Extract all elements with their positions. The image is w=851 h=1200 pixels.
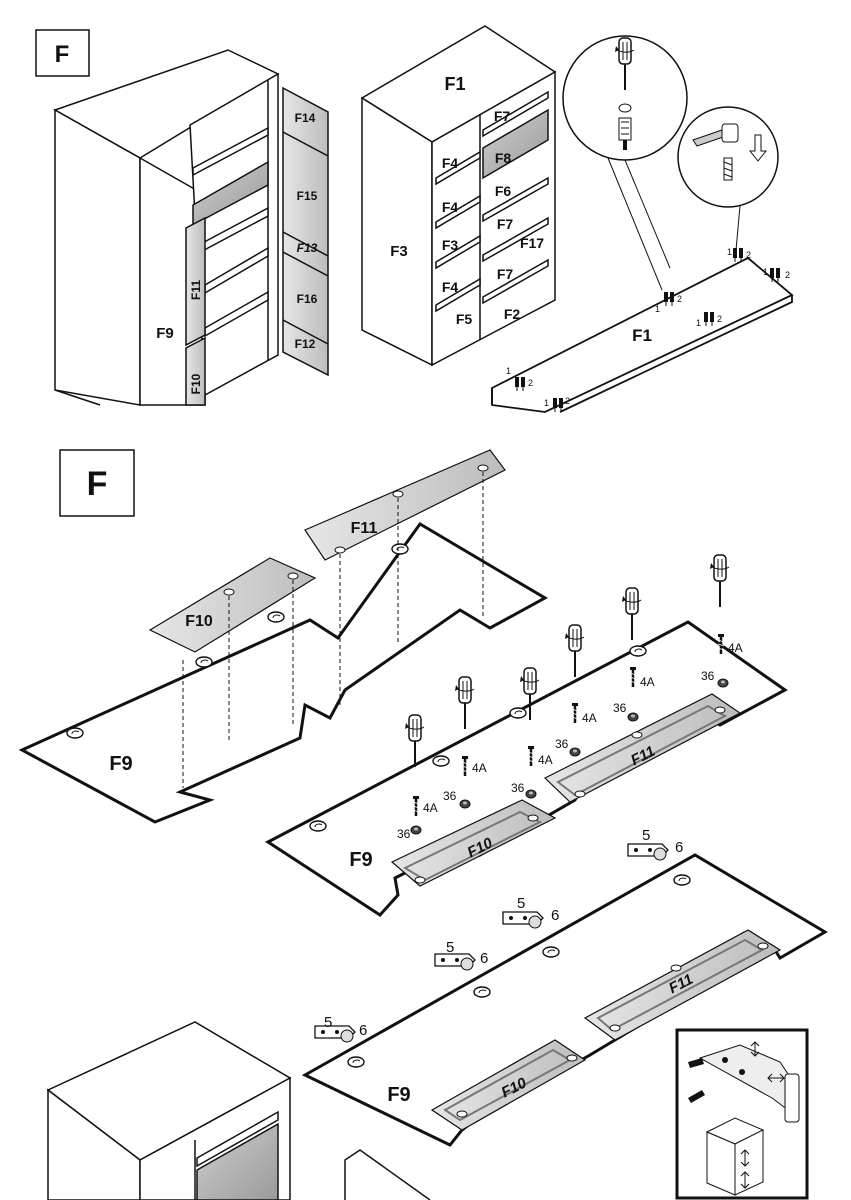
step-box-top xyxy=(35,29,90,77)
cabinet-right-shelf-6: F2 xyxy=(504,306,521,322)
dowel-tag-b-2: 2 xyxy=(717,314,722,324)
dowel-tag-a-5: 1 xyxy=(544,398,549,408)
hinge-tags: 5 6 5 6 5 6 5 6 xyxy=(324,827,683,1039)
door-panel-label-0: F14 xyxy=(295,111,316,125)
hinge-screw-tag-2: 6 xyxy=(551,907,559,924)
hinge-tag-2: 5 xyxy=(517,895,525,912)
screw-tag-1: 4A xyxy=(472,761,487,775)
hinge-adjust-detail xyxy=(675,1028,809,1200)
door-panel-label-1: F15 xyxy=(297,189,318,203)
screw-tags: 4A 36 4A 36 4A 36 4A 36 4A 36 4A 36 xyxy=(397,641,743,841)
hinge-tag-1: 5 xyxy=(446,939,454,956)
screwed-f9-label: F9 xyxy=(349,849,372,871)
cabinet-left-shelf-4: F5 xyxy=(456,311,473,327)
explode-guides xyxy=(182,472,484,788)
door-panel-label-2: F13 xyxy=(297,241,318,255)
step-letter-mid: F xyxy=(87,465,108,503)
dowel-tag-b-1: 2 xyxy=(677,294,682,304)
nut-tag-4: 36 xyxy=(613,701,627,715)
dowel-tag-a-4: 1 xyxy=(763,267,768,277)
detail-screw-dowel xyxy=(562,35,688,291)
nut-tag-2: 36 xyxy=(511,781,525,795)
door-panel-label-3: F16 xyxy=(297,292,318,306)
explode-panels xyxy=(148,449,506,653)
hinge-tag-3: 5 xyxy=(642,827,650,844)
hinge-screw-tag-0: 6 xyxy=(359,1022,367,1039)
detail-cam-lock xyxy=(677,106,779,251)
cabinet-side-label: F3 xyxy=(390,243,408,260)
section-top: F F9 xyxy=(35,25,794,413)
dowel-tag-b-5: 2 xyxy=(565,396,570,406)
dowel-tag-b-3: 2 xyxy=(746,250,751,260)
cabinet-right-shelf-3: F7 xyxy=(497,216,514,232)
screw-tag-2: 4A xyxy=(538,753,553,767)
top-board-f1 xyxy=(491,256,794,413)
explode-f11-label: F11 xyxy=(351,520,378,537)
cabinet-left-shelf-3: F4 xyxy=(442,279,459,295)
cabinet-right-shelf-1: F8 xyxy=(495,150,512,166)
dowel-tag-a-0: 1 xyxy=(506,366,511,376)
cabinet-preview xyxy=(46,1021,431,1200)
inner-door-label-f10: F10 xyxy=(189,373,203,394)
step-letter-top: F xyxy=(55,41,70,68)
screw-tag-3: 4A xyxy=(582,711,597,725)
top-board-label: F1 xyxy=(632,326,652,345)
dowel-tag-b-0: 2 xyxy=(528,378,533,388)
section-mid: F F9 F10 F11 xyxy=(18,449,828,1200)
explode-f9 xyxy=(18,522,549,824)
hinge-tag-0: 5 xyxy=(324,1014,332,1031)
hinge-screw-tag-3: 6 xyxy=(675,839,683,856)
nut-tag-5: 36 xyxy=(701,669,715,683)
screwed-panels xyxy=(390,693,742,887)
cabinet-right-shelf-4: F17 xyxy=(520,235,544,251)
screw-tag-4: 4A xyxy=(640,675,655,689)
cabinet-left-shelf-1: F4 xyxy=(442,199,459,215)
explode-f9-label: F9 xyxy=(109,753,132,775)
dowel-tag-a-3: 1 xyxy=(727,247,732,257)
dowel-tag-a-1: 1 xyxy=(655,304,660,314)
nut-tag-1: 36 xyxy=(443,789,457,803)
screw-tag-5: 4A xyxy=(728,641,743,655)
hinge-screw-tag-1: 6 xyxy=(480,950,488,967)
inner-door-label-f11: F11 xyxy=(189,280,203,300)
dowel-tag-b-4: 2 xyxy=(785,270,790,280)
dowel-tag-a-2: 1 xyxy=(696,318,701,328)
cabinet-right-shelf-5: F7 xyxy=(497,266,514,282)
cabinet-right-shelf-0: F7 xyxy=(494,108,511,124)
shelf-cabinet xyxy=(360,25,557,367)
wardrobe-side-label: F9 xyxy=(156,325,174,342)
dowel-tags: 1 2 1 2 1 2 1 2 1 2 1 2 xyxy=(506,247,790,408)
hinged-panels xyxy=(430,929,782,1131)
cabinet-left-shelf-0: F4 xyxy=(442,155,459,171)
hinged-f9-label: F9 xyxy=(387,1084,410,1106)
screw-tag-0: 4A xyxy=(423,801,438,815)
nut-tag-0: 36 xyxy=(397,827,411,841)
wardrobe-open xyxy=(53,49,329,406)
cabinet-left-shelf-2: F3 xyxy=(442,237,459,253)
cabinet-top-label: F1 xyxy=(444,74,465,94)
explode-f10-label: F10 xyxy=(185,613,213,630)
step-box-mid xyxy=(59,449,135,517)
cabinet-right-shelf-2: F6 xyxy=(495,183,512,199)
door-panel-label-4: F12 xyxy=(295,337,316,351)
nut-tag-3: 36 xyxy=(555,737,569,751)
